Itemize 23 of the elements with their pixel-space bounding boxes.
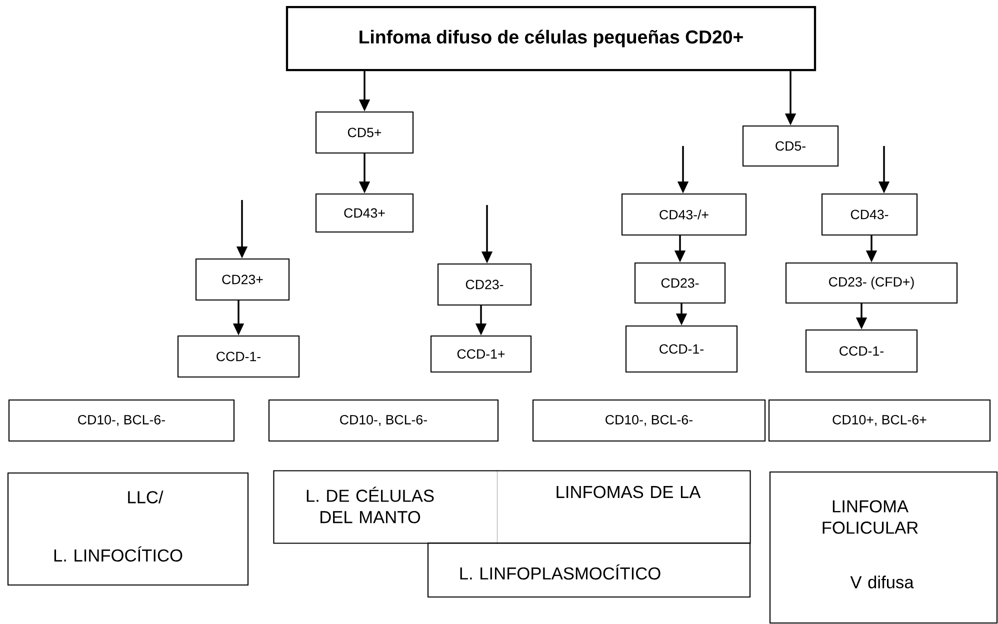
- marker-box: CD43-/+: [621, 193, 747, 236]
- result-box: LINFOMA FOLICULAR V difusa: [769, 471, 998, 624]
- marker-box: CCD-1-: [805, 329, 918, 373]
- marker-box: CD10-, BCL-6-: [8, 399, 235, 442]
- marker-box: CD23-: [437, 263, 532, 306]
- marker-box: CD23- (CFD+): [785, 262, 958, 304]
- marker-box: CD5+: [315, 111, 414, 154]
- marker-box: CD23-: [634, 262, 726, 304]
- marker-box: CD10+, BCL-6+: [768, 399, 991, 442]
- title-box: Linfoma difuso de células pequeñas CD20+: [286, 6, 816, 72]
- marker-box: CCD-1+: [430, 335, 532, 373]
- marker-box: CD43+: [315, 193, 414, 233]
- result-box: L. DE CÉLULAS DEL MANTO: [273, 470, 498, 544]
- marker-box: CCD-1-: [625, 325, 738, 373]
- marker-box: CD10-, BCL-6-: [532, 399, 766, 442]
- marker-box: CCD-1-: [177, 335, 300, 378]
- result-box: LLC/ L. LINFOCÍTICO: [7, 472, 249, 586]
- marker-box: CD10-, BCL-6-: [268, 399, 499, 442]
- result-box: L. LINFOPLASMOCÍTICO: [427, 542, 751, 598]
- marker-box: CD23+: [195, 258, 290, 301]
- marker-box: CD43-: [821, 193, 918, 236]
- result-box: LINFOMAS DE LA: [496, 470, 751, 544]
- marker-box: CD5-: [742, 125, 839, 167]
